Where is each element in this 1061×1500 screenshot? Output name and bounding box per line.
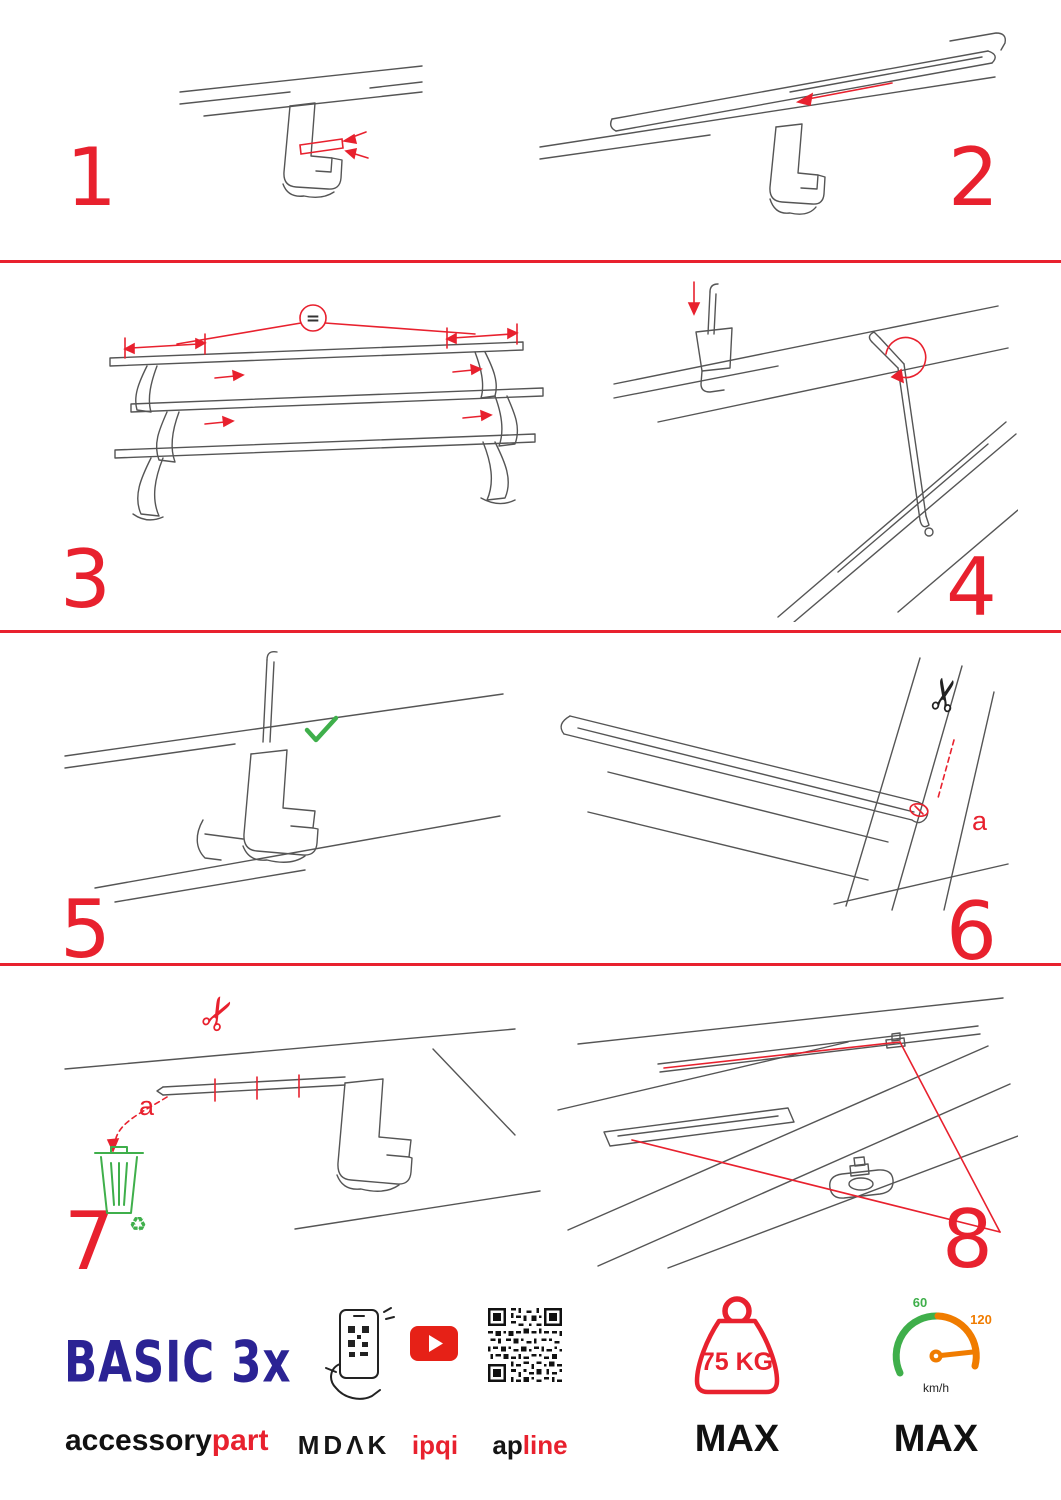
product-name: BASIC 3x	[64, 1330, 292, 1396]
step-1-number: 1	[66, 131, 117, 224]
discard-strip-label-a: a	[139, 1091, 155, 1121]
partner-apline-red: line	[522, 1430, 568, 1460]
qr-code	[488, 1308, 562, 1382]
trash-icon	[94, 1146, 144, 1214]
step-3-number: 3	[60, 533, 111, 626]
scissors-icon: ✂	[917, 672, 975, 719]
cut-strip-label-a: a	[972, 806, 988, 836]
speed-high-label: 120	[970, 1312, 992, 1327]
scissors-icon: ✂	[188, 986, 250, 1043]
recycle-icon: ♻	[129, 1212, 147, 1235]
section-divider-1	[0, 260, 1061, 263]
step-2-drawing	[539, 32, 1006, 215]
speedometer-icon: 60 120 km/h	[892, 1295, 992, 1395]
step-6-number: 6	[946, 885, 997, 978]
equal-spacing-dimensions	[123, 304, 519, 428]
placement-leader-lines	[631, 1041, 1001, 1233]
step-6-drawing: ✂ a	[560, 657, 1009, 911]
step-4-drawing	[613, 281, 1018, 622]
section-divider-3	[0, 963, 1061, 966]
equal-spacing-label: =	[306, 309, 320, 329]
weight-max-label: MAX	[694, 1418, 780, 1460]
slide-arrow	[795, 82, 893, 106]
step-5-drawing	[64, 650, 504, 903]
brand-wordmark-black: accessory	[65, 1424, 212, 1457]
step-7-drawing: ✂ a ♻	[64, 986, 541, 1235]
checkmark-icon	[304, 715, 339, 743]
phone-qr-screen	[348, 1326, 369, 1357]
step-2-number: 2	[948, 131, 999, 224]
step-7-number: 7	[64, 1195, 115, 1288]
step-8-drawing	[557, 997, 1018, 1269]
step-4-number: 4	[946, 541, 997, 634]
cut-line	[909, 739, 955, 818]
phone-scan-icon	[325, 1307, 395, 1400]
partner-apline-black: ap	[492, 1430, 523, 1460]
insert-pad-arrows	[299, 131, 369, 160]
youtube-icon	[410, 1326, 458, 1361]
partner-ipqi: ipqi	[411, 1430, 459, 1460]
brand-wordmark-red: part	[211, 1424, 269, 1457]
speed-max-label: MAX	[893, 1418, 979, 1460]
tighten-arrows	[687, 281, 927, 384]
step-3-drawing: =	[109, 304, 544, 521]
step-1-drawing	[179, 65, 423, 199]
step-5-number: 5	[60, 883, 111, 976]
step-8-number: 8	[942, 1193, 993, 1286]
partner-apline: apline	[484, 1430, 576, 1461]
speed-unit-label: km/h	[923, 1381, 949, 1395]
section-divider-2	[0, 630, 1061, 633]
partner-mdak: MDΛK	[297, 1430, 391, 1460]
brand-wordmark: accessorypart	[65, 1424, 268, 1458]
cut-marks	[106, 1074, 300, 1154]
speed-low-label: 60	[913, 1295, 927, 1310]
weight-limit-icon: 75 KG	[694, 1296, 780, 1395]
weight-value: 75 KG	[701, 1348, 773, 1376]
